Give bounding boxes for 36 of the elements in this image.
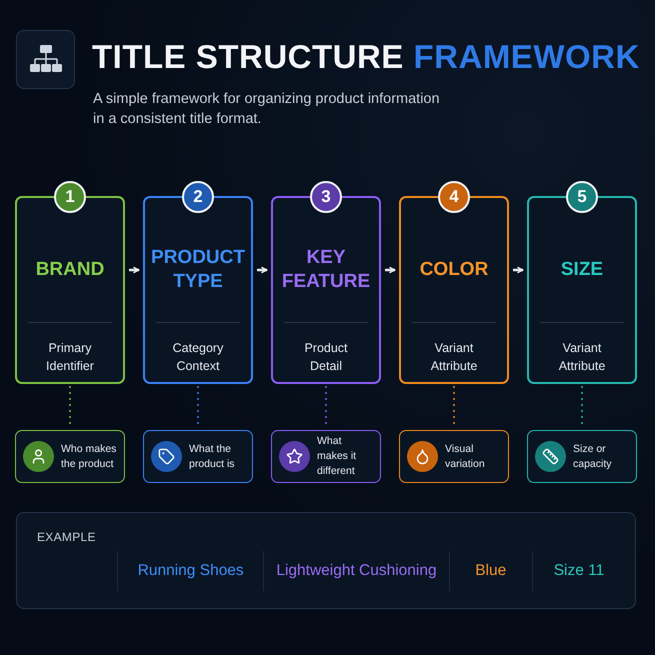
info-card (15, 430, 125, 483)
example-value: Running Shoes (136, 562, 245, 580)
step-number: 1 (54, 181, 86, 213)
step-number: 5 (566, 181, 598, 213)
step-heading: PRODUCT TYPE (150, 246, 246, 294)
info-card (527, 430, 637, 483)
info-card (143, 430, 253, 483)
arrow (257, 266, 268, 274)
step-heading: SIZE (560, 258, 604, 282)
title: TITLE STRUCTURE FRAMEWORK (92, 38, 640, 76)
subtitle: A simple framework for organizing product information in a consistent title format. (93, 90, 441, 129)
example-value: Size 11 (552, 562, 606, 580)
step-heading: BRAND (34, 258, 106, 282)
arrow (385, 266, 396, 274)
step-heading: COLOR (418, 258, 490, 282)
step-description: Variant Attribute (430, 340, 478, 375)
step-description: Category Context (172, 340, 224, 375)
info-card (399, 430, 509, 483)
example-value: Lightweight Cushioning (275, 562, 438, 580)
step-heading: KEY FEATURE (280, 246, 372, 294)
step-description: Product Detail (303, 340, 349, 375)
step-description: Variant Attribute (558, 340, 606, 375)
info-text: What makes it different (317, 434, 358, 479)
info-text: Size or capacity (573, 442, 613, 472)
step-number: 4 (438, 181, 470, 213)
example-value: Blue (474, 562, 508, 580)
step-number: 2 (182, 181, 214, 213)
info-text: What the product is (189, 442, 236, 472)
arrow (129, 266, 140, 274)
step-number: 3 (310, 181, 342, 213)
example-heading: EXAMPLE (37, 530, 96, 544)
arrow (513, 266, 524, 274)
info-text: Who makes the product (61, 442, 118, 472)
info-text: Visual variation (445, 442, 486, 472)
info-card (271, 430, 381, 483)
step-description: Primary Identifier (45, 340, 95, 375)
